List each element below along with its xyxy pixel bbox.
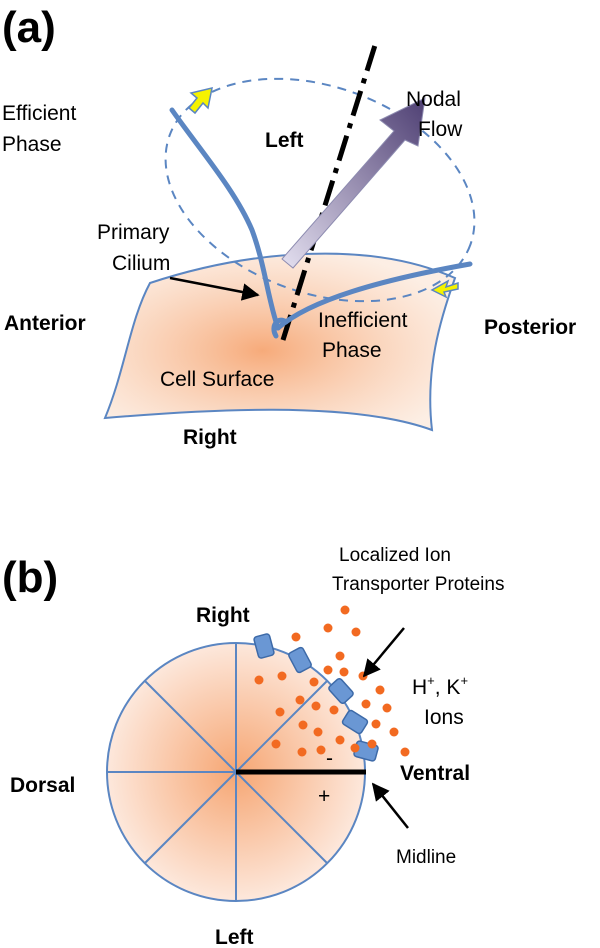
ion-transporter-icon [253, 633, 275, 659]
ion-dot [323, 665, 333, 675]
ion-dot [297, 747, 307, 757]
anterior-direction-label: Anterior [4, 312, 86, 335]
ions-label-2: Ions [424, 706, 464, 729]
ion-dot [335, 651, 345, 661]
inefficient-phase-label-2: Phase [322, 339, 382, 362]
ion-dot [311, 701, 321, 711]
ion-transporter-icon [288, 646, 312, 674]
ion-dot [309, 677, 319, 687]
nodal-flow-arrow [281, 97, 426, 269]
cilium-base [271, 317, 289, 339]
panel-a-label: (a) [2, 3, 56, 52]
panel-b-label: (b) [2, 553, 58, 602]
posterior-direction-label: Posterior [484, 316, 576, 339]
cell-surface-label: Cell Surface [160, 368, 274, 391]
transporter-label-1: Localized Ion [339, 545, 451, 566]
midline-label: Midline [396, 847, 456, 868]
ion-transporters [253, 633, 379, 762]
ion-dot [382, 703, 392, 713]
transporter-pointer [362, 627, 405, 678]
dorsal-direction-label: Dorsal [10, 774, 75, 797]
primary-cilium-pointer [169, 276, 260, 301]
ion-dot [375, 685, 385, 695]
ion-dot [400, 747, 410, 757]
ion-dot [291, 632, 301, 642]
rotation-axis [280, 41, 379, 341]
minus-sign: - [326, 747, 333, 770]
efficient-phase-label-2: Phase [2, 133, 62, 156]
ion-dot [275, 707, 285, 717]
ion-dot [335, 735, 345, 745]
transporter-label-2: Transporter Proteins [332, 574, 504, 595]
inefficient-direction-arrow-icon [430, 279, 459, 299]
nodal-flow-label-2: Flow [418, 118, 463, 141]
inefficient-phase-label-1: Inefficient [318, 309, 408, 332]
right-direction-label: Right [183, 426, 237, 449]
ion-dot [316, 745, 326, 755]
nodal-flow-label-1: Nodal [406, 88, 461, 111]
ions [254, 605, 410, 757]
ion-dot [271, 739, 281, 749]
ion-dot [329, 705, 339, 715]
efficient-phase-label-1: Efficient [2, 102, 76, 125]
ion-transporter-icon [328, 677, 354, 705]
ion-dot [371, 719, 381, 729]
ion-dot [313, 727, 323, 737]
ion-dot [339, 667, 349, 677]
ion-transporter-icon [341, 709, 369, 735]
cell-surface [103, 252, 457, 432]
ion-dot [361, 699, 371, 709]
midline-pointer [371, 782, 409, 829]
ion-dot [351, 627, 361, 637]
left-direction-label-b: Left [215, 926, 254, 948]
primary-cilium-label-2: Cilium [112, 252, 170, 275]
ion-dot [389, 727, 399, 737]
cilium-efficient-phase [169, 107, 281, 331]
ion-dot [277, 671, 287, 681]
ion-dot [350, 743, 360, 753]
left-direction-label: Left [265, 129, 304, 152]
ion-dot [340, 605, 350, 615]
sector-dividers [107, 643, 328, 901]
ion-dot [367, 739, 377, 749]
ion-dot [254, 675, 264, 685]
ion-dot [298, 720, 308, 730]
cilium-orbit [164, 77, 476, 303]
panel-a: (a) Efficient Phase Left Nodal Flow Prim… [2, 3, 576, 449]
ventral-direction-label: Ventral [400, 762, 470, 785]
ion-dot [295, 695, 305, 705]
cilium-inefficient-phase [275, 261, 473, 331]
efficient-direction-arrow-icon [187, 86, 213, 115]
ions-label-1: H+, K+ [412, 673, 468, 699]
ion-dot [323, 623, 333, 633]
primary-cilium-label-1: Primary [97, 221, 170, 244]
panel-b: (b) [2, 545, 504, 948]
plus-sign: + [318, 785, 330, 808]
right-direction-label-b: Right [196, 604, 250, 627]
